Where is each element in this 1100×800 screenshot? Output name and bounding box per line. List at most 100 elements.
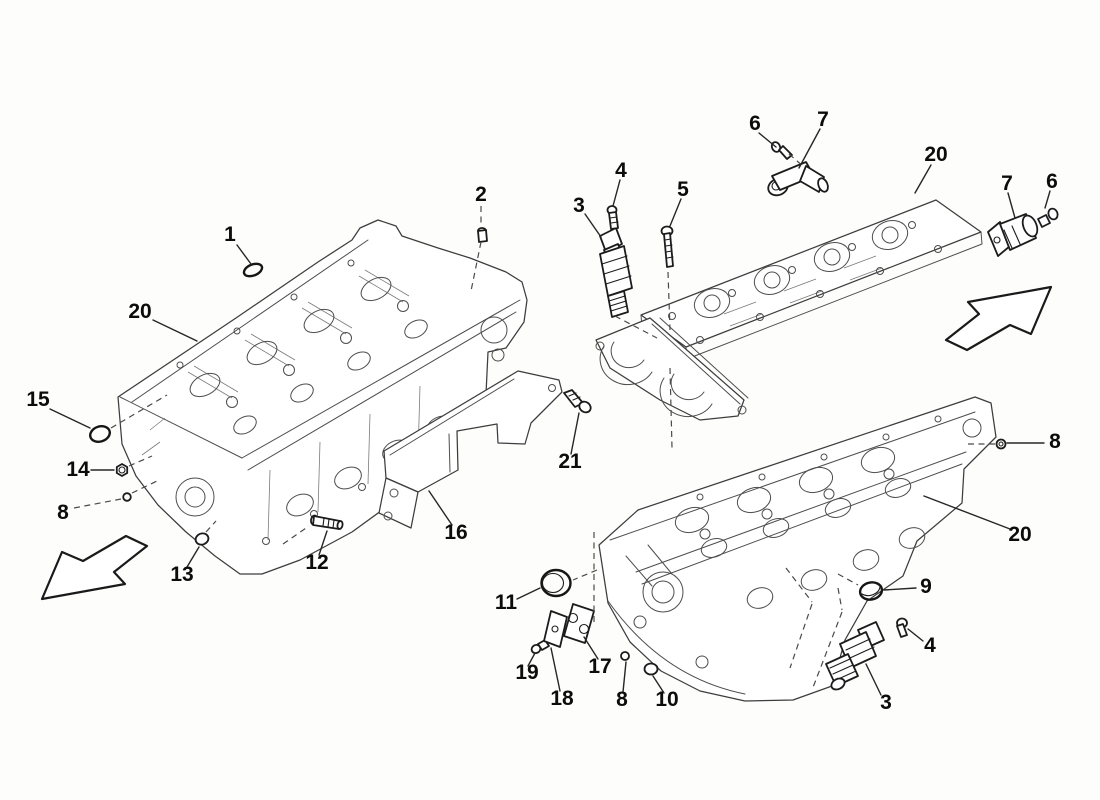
dash-solenoid-3-top xyxy=(614,315,658,339)
callout-10[interactable]: 10 xyxy=(655,688,678,711)
camshaft-sensor-7-right xyxy=(987,213,1039,257)
solenoid-valve-3-top xyxy=(599,227,633,318)
core-plug-11 xyxy=(540,568,572,598)
leader-19 xyxy=(527,652,536,667)
o-ring-15 xyxy=(89,425,111,443)
bolt-4-top xyxy=(606,205,619,230)
assembly-dashed-lines xyxy=(73,153,996,691)
pin-2 xyxy=(477,227,488,243)
dash-solenoid-3-right-b xyxy=(789,603,813,669)
dash-stud-12 xyxy=(282,525,310,545)
callout-8-top-right[interactable]: 8 xyxy=(1049,430,1061,453)
callout-2[interactable]: 2 xyxy=(475,183,487,206)
direction-arrow-left xyxy=(40,534,149,601)
callout-1[interactable]: 1 xyxy=(224,223,236,246)
callout-4-top[interactable]: 4 xyxy=(615,159,627,182)
dash-cap-11 xyxy=(572,569,598,581)
callout-16[interactable]: 16 xyxy=(444,521,467,544)
direction-arrow-right xyxy=(944,285,1053,352)
plug-10 xyxy=(643,662,659,676)
leader-17 xyxy=(583,636,599,660)
callout-17[interactable]: 17 xyxy=(588,655,611,678)
leader-15 xyxy=(49,408,91,429)
leader-10 xyxy=(652,675,665,694)
dash-cap-9 xyxy=(837,573,859,586)
callout-3-right[interactable]: 3 xyxy=(880,691,892,714)
callout-9[interactable]: 9 xyxy=(920,575,932,598)
callout-21[interactable]: 21 xyxy=(558,450,582,473)
leader-5 xyxy=(669,198,682,227)
screw-5 xyxy=(660,225,674,268)
bolt-21 xyxy=(563,389,592,414)
callout-4-right[interactable]: 4 xyxy=(924,634,936,657)
callout-14[interactable]: 14 xyxy=(66,458,90,481)
bolt-4-right xyxy=(896,617,908,638)
callout-19[interactable]: 19 xyxy=(515,661,538,684)
callout-20-right[interactable]: 20 xyxy=(1008,523,1031,546)
cap-9 xyxy=(858,581,884,601)
dash-bolt-6-left xyxy=(788,153,805,168)
dash-nut-14 xyxy=(128,455,153,467)
leader-20-left xyxy=(152,319,198,342)
camshaft-sensor-7-left xyxy=(767,161,829,197)
leader-20-carrier xyxy=(914,164,932,194)
leader-16 xyxy=(428,490,453,526)
leader-21 xyxy=(570,412,580,455)
dash-screw-5-axis-lower xyxy=(669,367,673,449)
leader-4-top xyxy=(612,179,621,207)
leader-12 xyxy=(318,530,328,556)
callout-20-left[interactable]: 20 xyxy=(128,300,151,323)
callout-11[interactable]: 11 xyxy=(495,591,518,614)
callout-5[interactable]: 5 xyxy=(677,178,689,201)
gasket-17 xyxy=(563,603,595,644)
dash-plug-13 xyxy=(205,520,217,533)
leader-4-right xyxy=(907,628,924,642)
callout-leader-lines xyxy=(49,128,1051,696)
plug-13 xyxy=(194,532,210,546)
dash-solenoid-3-right-a xyxy=(785,567,813,603)
cover-plate-18 xyxy=(543,610,568,648)
leader-6-left xyxy=(758,132,777,148)
dash-o-ring-15 xyxy=(110,394,168,429)
camshaft-carrier xyxy=(595,199,983,421)
callout-7-left[interactable]: 7 xyxy=(817,108,829,131)
callout-8-bottom[interactable]: 8 xyxy=(616,688,628,711)
leader-9 xyxy=(883,587,917,591)
leader-1 xyxy=(236,244,252,265)
seal-ring-8-bottom xyxy=(620,651,630,661)
leader-3-right xyxy=(865,663,882,696)
dash-seal-8-left-upper xyxy=(131,480,158,494)
leader-3-top xyxy=(584,213,602,238)
callout-18[interactable]: 18 xyxy=(550,687,574,710)
dash-seal-8-left xyxy=(73,498,122,509)
left-cylinder-head xyxy=(117,219,528,575)
dash-solenoid-3-right-d xyxy=(811,611,843,691)
callout-12[interactable]: 12 xyxy=(305,551,328,574)
leader-6-right xyxy=(1044,190,1051,209)
right-cylinder-head xyxy=(598,396,997,702)
leader-20-right xyxy=(923,495,1011,530)
leader-8-bottom xyxy=(622,661,627,693)
callout-6-left[interactable]: 6 xyxy=(749,112,761,135)
callout-3-top[interactable]: 3 xyxy=(573,194,585,217)
callout-labels: 1 2 3 4 5 6 7 20 7 6 20 15 14 8 13 12 16… xyxy=(26,108,1061,714)
callout-15[interactable]: 15 xyxy=(26,388,50,411)
heat-shield xyxy=(378,370,563,529)
callout-13[interactable]: 13 xyxy=(170,563,193,586)
nut-8-top-right xyxy=(995,438,1007,450)
bolt-19 xyxy=(530,639,550,655)
stud-12 xyxy=(310,514,344,530)
callout-8-left[interactable]: 8 xyxy=(57,501,69,524)
seal-ring-8-left xyxy=(122,492,132,502)
leader-7-left xyxy=(798,128,821,169)
leader-18 xyxy=(550,647,561,692)
leader-11 xyxy=(516,587,541,600)
callout-7-right[interactable]: 7 xyxy=(1001,172,1013,195)
callout-6-right[interactable]: 6 xyxy=(1046,170,1058,193)
dash-callout-2-lower xyxy=(470,241,482,292)
leader-13 xyxy=(186,546,200,568)
callout-20-carrier[interactable]: 20 xyxy=(924,143,947,166)
bolt-6-right xyxy=(1037,207,1059,228)
